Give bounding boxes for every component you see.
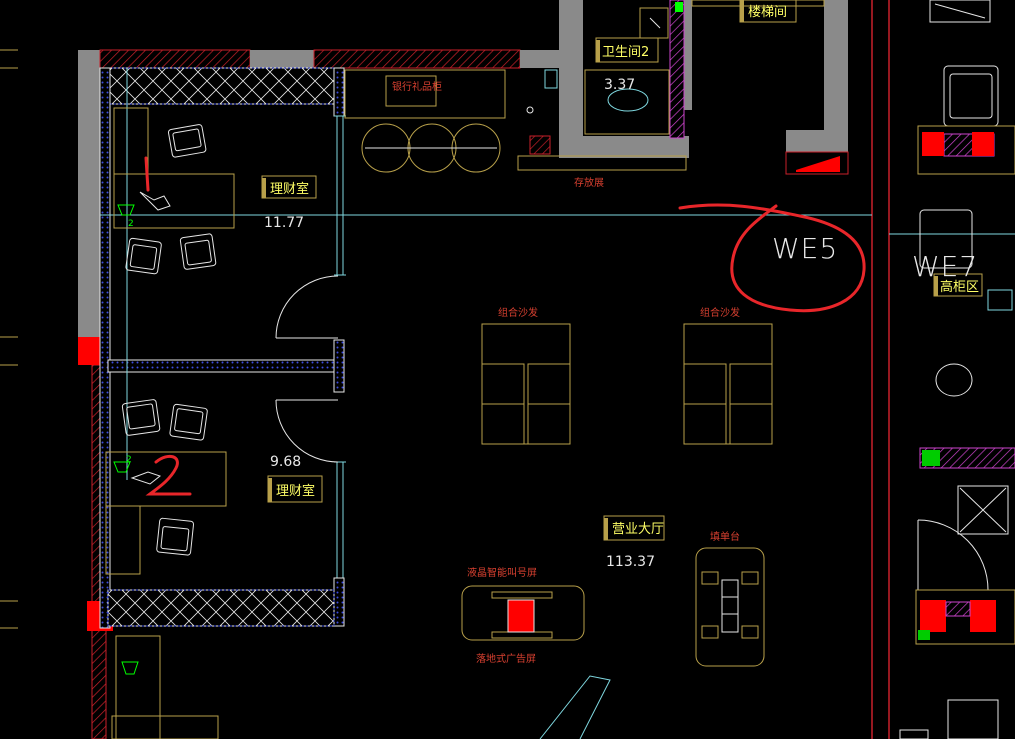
- handwritten-1-stroke: [144, 156, 150, 192]
- office-partitions: [99, 67, 1015, 629]
- floor-ad-label: 落地式广告屏: [476, 652, 536, 665]
- counter-area-label: 高柜区: [940, 279, 979, 295]
- sofa-right-label: 组合沙发: [700, 306, 740, 319]
- business-hall-area: 113.37: [606, 554, 655, 570]
- furniture-labels: 银行礼品柜 存放展 组合沙发 组合沙发 液晶智能叫号屏 落地式广告屏 填单台: [392, 80, 740, 665]
- finance-room-1-area: 11.77: [264, 215, 304, 231]
- sofa-left-label: 组合沙发: [498, 306, 538, 319]
- we5-marker: WE5: [772, 232, 838, 265]
- finance-room-1-label: 理财室: [270, 181, 309, 197]
- business-hall-label: 营业大厅: [612, 522, 664, 537]
- gift-cabinet-area: [344, 69, 687, 173]
- room-labels: 理财室 11.77 理财室 9.68 卫生间2 3.37 楼梯间 营业大厅 11…: [261, 0, 983, 570]
- toilet-label: 卫生间2: [602, 45, 649, 60]
- svg-text:2: 2: [126, 455, 132, 465]
- gift-cabinet-label: 银行礼品柜: [392, 80, 442, 93]
- queue-screen-label: 液晶智能叫号屏: [467, 566, 537, 579]
- counter-area: [899, 0, 1015, 739]
- finance-room-2-area: 9.68: [270, 454, 301, 470]
- queue-screen-furniture: [461, 585, 585, 641]
- finance-room-2-label: 理财室: [276, 483, 315, 499]
- office-2-furniture: 2: [105, 399, 227, 575]
- we7-marker: WE7: [912, 250, 978, 283]
- bottom-left-extras: [111, 635, 611, 739]
- stairwell-block: [691, 0, 825, 7]
- sofa-group-left: [481, 323, 571, 445]
- left-edge-marks: [0, 49, 18, 629]
- fill-desk-label: 填单台: [710, 530, 740, 543]
- display-rack-label: 存放展: [574, 176, 604, 189]
- toilet-fixtures: [584, 7, 670, 135]
- sofa-group-right: [683, 323, 773, 445]
- exterior-walls: [78, 0, 890, 739]
- stairwell-label: 楼梯间: [748, 5, 787, 20]
- svg-text:2: 2: [128, 219, 134, 229]
- handwritten-2-stroke: [145, 454, 192, 496]
- office-1-furniture: 2: [113, 107, 235, 275]
- red-annotations: [144, 156, 866, 496]
- we5-circle: [678, 203, 866, 313]
- toilet-area: 3.37: [604, 77, 635, 93]
- fill-desk-furniture: [695, 547, 765, 667]
- marker-labels: WE5 WE7: [772, 232, 978, 283]
